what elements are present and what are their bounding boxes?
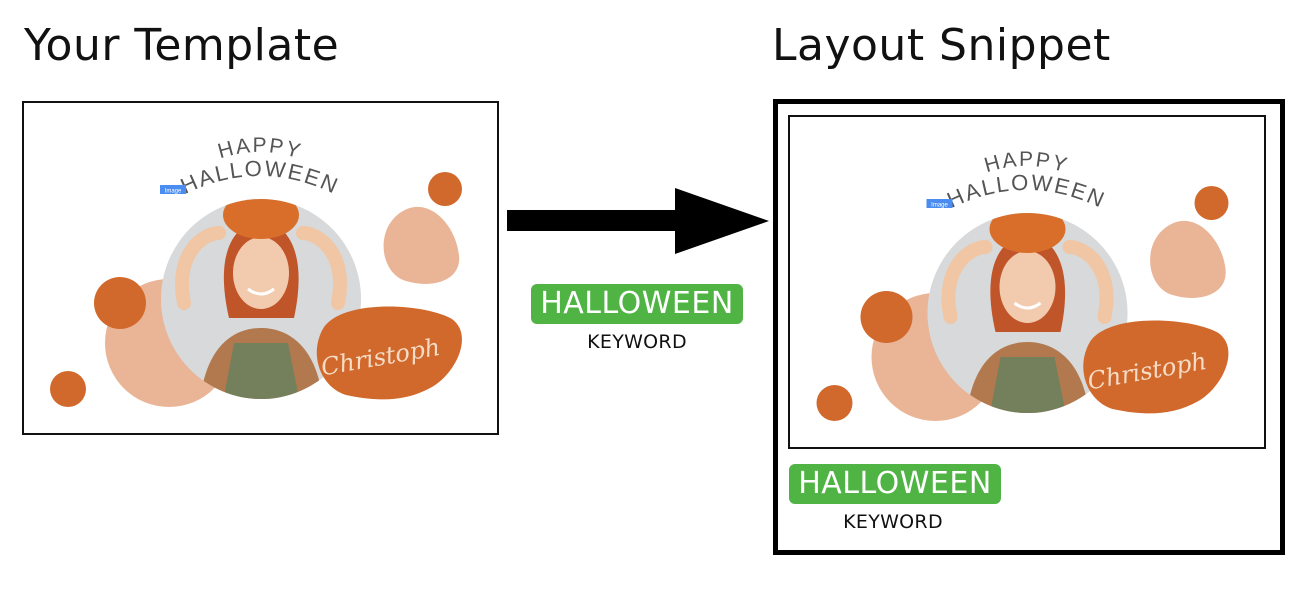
photo-circle: [927, 213, 1128, 413]
greeting-line2: HALLOWEEN: [177, 156, 344, 199]
snippet-keyword-caption: KEYWORD: [843, 511, 943, 533]
template-artwork: HAPPY HALLOWEEN Image Christoph: [50, 134, 462, 407]
snippet-keyword-badge: HALLOWEEN: [789, 464, 1001, 504]
name-blob: [1083, 320, 1229, 414]
snippet-artwork: HAPPY HALLOWEEN Image Christoph: [816, 148, 1229, 421]
blob-small-dark: [860, 291, 913, 343]
layout-snippet-heading: Layout Snippet: [772, 20, 1111, 71]
your-template-heading: Your Template: [24, 20, 340, 71]
image-tag-text: Image: [165, 189, 182, 195]
blob-tiny-dark: [50, 371, 86, 407]
image-tag-box: [160, 185, 186, 194]
image-tag-box: [926, 199, 953, 208]
template-card[interactable]: HAPPY HALLOWEEN Image Christoph: [22, 101, 499, 435]
keyword-badge: HALLOWEEN: [531, 284, 743, 324]
right-arrow: [507, 188, 769, 254]
blob-tiny-dark: [816, 385, 853, 421]
blob-top-right-dark: [428, 172, 462, 206]
image-tag-text: Image: [931, 203, 948, 209]
greeting-line2: HALLOWEEN: [943, 170, 1110, 213]
keyword-caption: KEYWORD: [587, 331, 687, 353]
blob-small-dark: [94, 277, 146, 329]
blob-right-light: [383, 206, 460, 284]
blob-top-right-dark: [1194, 186, 1229, 220]
blob-right-light: [1150, 220, 1226, 298]
snippet-template-card[interactable]: HAPPY HALLOWEEN Image Christoph: [788, 115, 1266, 449]
name-blob: [316, 306, 462, 400]
